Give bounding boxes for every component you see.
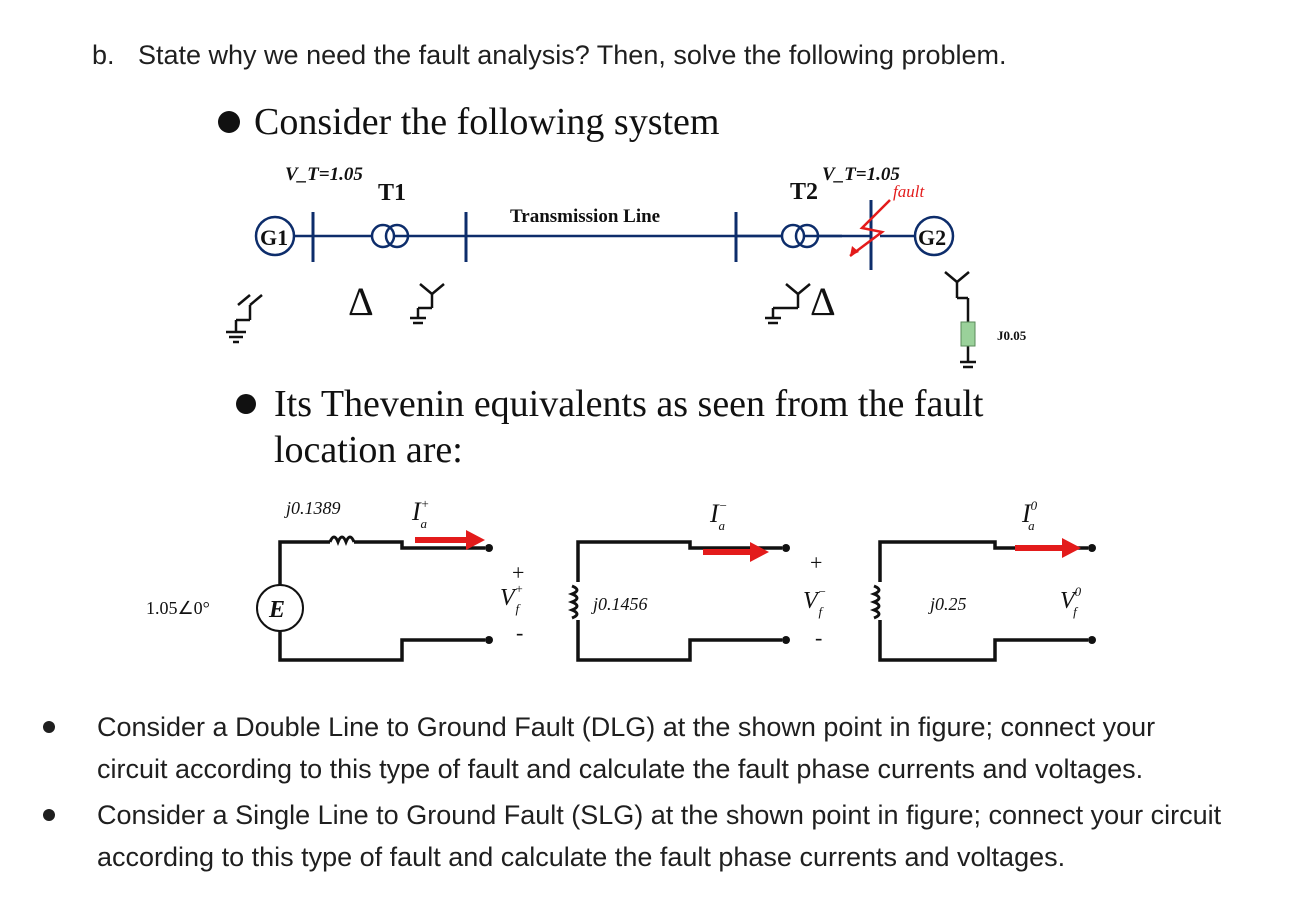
svg-text:G2: G2 <box>918 225 946 250</box>
pos-plus-sign: + <box>512 560 524 585</box>
thevenin-circuits: j0.1389 E 1.05∠0° I+a + V+f - j0.1456 I−… <box>146 496 1096 662</box>
vt-left-label: V_T=1.05 <box>285 164 363 185</box>
question-dlg: Consider a Double Line to Ground Fault (… <box>43 706 1302 790</box>
question-text: State why we need the fault analysis? Th… <box>138 40 1007 70</box>
bullet-dot <box>43 721 55 733</box>
svg-text:G1: G1 <box>260 225 288 250</box>
t2-wye-ground-icon <box>765 283 811 325</box>
neg-voltage-label: V−f <box>803 584 826 619</box>
bullet-text: Consider the following system <box>254 101 720 143</box>
question-slg: Consider a Single Line to Ground Fault (… <box>43 794 1302 878</box>
neg-plus-sign: + <box>810 550 822 575</box>
neg-minus-sign: - <box>815 625 822 650</box>
bullet-thevenin-line2: location are: <box>274 429 463 471</box>
t1-transformer-symbol <box>370 223 410 249</box>
t2-delta-icon: Δ <box>810 279 836 324</box>
transmission-line-label: Transmission Line <box>510 206 660 227</box>
fault-arrow-icon <box>849 199 891 257</box>
pos-impedance-label: j0.1389 <box>284 498 341 518</box>
positive-sequence-circuit: j0.1389 E 1.05∠0° I+a + V+f - <box>146 496 524 662</box>
t1-wye-ground-icon <box>410 283 445 325</box>
question-number: b. <box>92 40 115 70</box>
bullet-dot <box>218 111 240 134</box>
power-system-diagram: V_T=1.05 T1 G1 Transmission Line T2 V_T=… <box>226 164 1027 369</box>
bullet-consider-system: Consider the following system <box>218 100 719 144</box>
neg-impedance-label: j0.1456 <box>591 594 648 614</box>
bullet-dot <box>236 394 256 415</box>
t2-label: T2 <box>790 179 818 205</box>
ground-impedance-label: J0.05 <box>997 328 1027 343</box>
g2-wye-impedance-ground-icon <box>944 271 976 369</box>
zero-impedance-label: j0.25 <box>928 594 967 614</box>
neg-current-arrow-icon <box>750 542 769 562</box>
t1-delta-icon: Δ <box>348 279 374 324</box>
pos-minus-sign: - <box>516 620 523 645</box>
g1-generator: G1 <box>254 215 296 257</box>
question-slg-line1: Consider a Single Line to Ground Fault (… <box>97 800 1222 830</box>
bullet-thevenin-line1: Its Thevenin equivalents as seen from th… <box>236 382 983 426</box>
t1-label: T1 <box>378 180 406 206</box>
source-value-label: 1.05∠0° <box>146 598 210 618</box>
bullet-thevenin: Its Thevenin equivalents as seen from th… <box>236 382 983 472</box>
vt-right-label: V_T=1.05 <box>822 164 900 185</box>
pos-current-arrow-icon <box>466 530 485 550</box>
g1-wye-ground-icon <box>226 294 263 344</box>
ground-impedance <box>960 321 976 347</box>
pos-current-label: I+a <box>411 496 429 531</box>
fault-label: fault <box>893 182 925 201</box>
question-heading: b. State why we need the fault analysis? … <box>92 40 1007 71</box>
pos-voltage-label: V+f <box>500 581 523 616</box>
question-dlg-line1: Consider a Double Line to Ground Fault (… <box>97 712 1156 742</box>
source-e-label: E <box>268 597 285 623</box>
g2-generator: G2 <box>913 215 955 257</box>
bullet-dot <box>43 809 55 821</box>
negative-sequence-circuit: j0.1456 I−a + V−f - <box>567 498 826 662</box>
question-dlg-line2: circuit according to this type of fault … <box>97 754 1144 784</box>
neg-current-label: I−a <box>709 498 727 533</box>
question-slg-line2: according to this type of fault and calc… <box>97 842 1066 872</box>
zero-current-arrow-icon <box>1062 538 1081 558</box>
